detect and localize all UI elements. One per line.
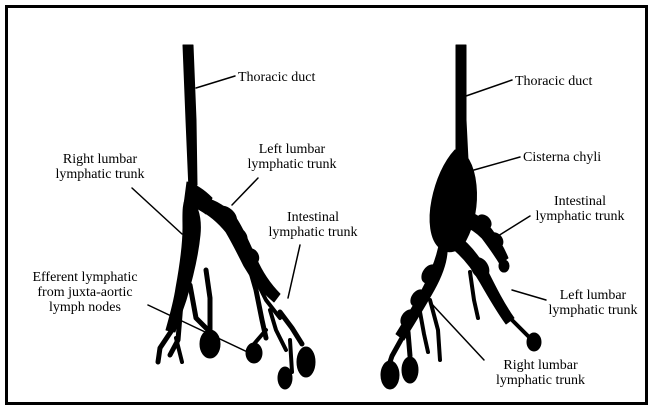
left-label-left-lumbar-line2: lymphatic trunk <box>232 157 352 172</box>
right-branch-d <box>430 300 440 360</box>
left-thoracic-duct <box>183 45 197 190</box>
left-label-thoracic-duct: Thoracic duct <box>238 70 315 85</box>
left-label-intestinal: Intestinal lymphatic trunk <box>258 210 368 240</box>
left-branch-k <box>290 340 292 372</box>
left-leader-intestinal <box>288 245 300 298</box>
left-label-intestinal-line1: Intestinal <box>258 210 368 225</box>
right-cisterna-chyli <box>430 150 476 252</box>
right-thoracic-duct <box>456 45 468 160</box>
right-label-left-lumbar: Left lumbar lymphatic trunk <box>538 288 648 318</box>
left-branch-e <box>206 270 210 330</box>
right-label-right-lumbar: Right lumbar lymphatic trunk <box>483 358 598 388</box>
right-label-intestinal: Intestinal lymphatic trunk <box>525 194 635 224</box>
right-branch-b <box>408 332 410 356</box>
right-leader-cisterna <box>474 157 520 170</box>
left-label-right-lumbar-line1: Right lumbar <box>35 152 165 167</box>
right-node-3 <box>527 333 541 351</box>
right-leader-thoracic <box>466 80 512 96</box>
left-label-efferent-line3: lymph nodes <box>15 300 155 315</box>
left-label-intestinal-line2: lymphatic trunk <box>258 225 368 240</box>
left-label-left-lumbar: Left lumbar lymphatic trunk <box>232 142 352 172</box>
right-label-right-lumbar-line2: lymphatic trunk <box>483 373 598 388</box>
right-node-2 <box>402 357 418 383</box>
right-label-intestinal-line2: lymphatic trunk <box>525 209 635 224</box>
left-label-right-lumbar-line2: lymphatic trunk <box>35 167 165 182</box>
right-node-1 <box>381 361 399 389</box>
left-label-right-lumbar: Right lumbar lymphatic trunk <box>35 152 165 182</box>
left-label-left-lumbar-line1: Left lumbar <box>232 142 352 157</box>
left-label-efferent-line2: from juxta-aortic <box>15 285 155 300</box>
left-branch-b <box>190 285 208 330</box>
right-label-intestinal-line1: Intestinal <box>525 194 635 209</box>
right-branch-g <box>470 272 478 318</box>
left-label-efferent: Efferent lymphatic from juxta-aortic lym… <box>15 270 155 315</box>
left-leader-left-lumbar <box>232 178 258 205</box>
left-label-efferent-line1: Efferent lymphatic <box>15 270 155 285</box>
right-lymphatic-tree <box>381 45 546 389</box>
right-label-thoracic-duct: Thoracic duct <box>515 74 592 89</box>
right-label-right-lumbar-line1: Right lumbar <box>483 358 598 373</box>
left-leader-right-lumbar <box>132 188 182 234</box>
left-leader-thoracic <box>196 76 235 88</box>
left-node-3 <box>297 347 315 377</box>
right-label-left-lumbar-line2: lymphatic trunk <box>538 303 648 318</box>
right-node-4 <box>499 260 509 272</box>
right-label-cisterna-chyli: Cisterna chyli <box>523 150 601 165</box>
left-node-4 <box>278 367 292 389</box>
right-label-left-lumbar-line1: Left lumbar <box>538 288 648 303</box>
right-branch-c <box>420 312 428 352</box>
